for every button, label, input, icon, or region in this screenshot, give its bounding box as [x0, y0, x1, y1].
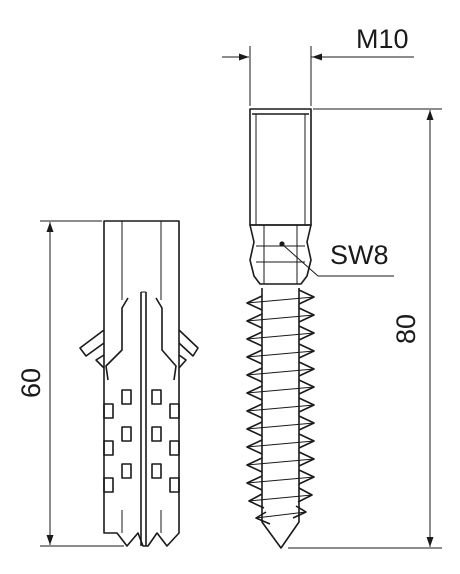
thread-size-dimension: [222, 46, 414, 106]
hanger-bolt: [246, 108, 315, 549]
plug-length-dimension: [40, 220, 124, 547]
thread-size-label: M10: [356, 24, 409, 54]
wall-plug: [79, 220, 199, 547]
wrench-size-label: SW8: [330, 240, 389, 270]
plug-length-label: 60: [16, 368, 46, 398]
wrench-size-leader: [282, 244, 394, 277]
screw-length-label: 80: [391, 314, 421, 344]
screw-length-dimension: [288, 108, 442, 549]
